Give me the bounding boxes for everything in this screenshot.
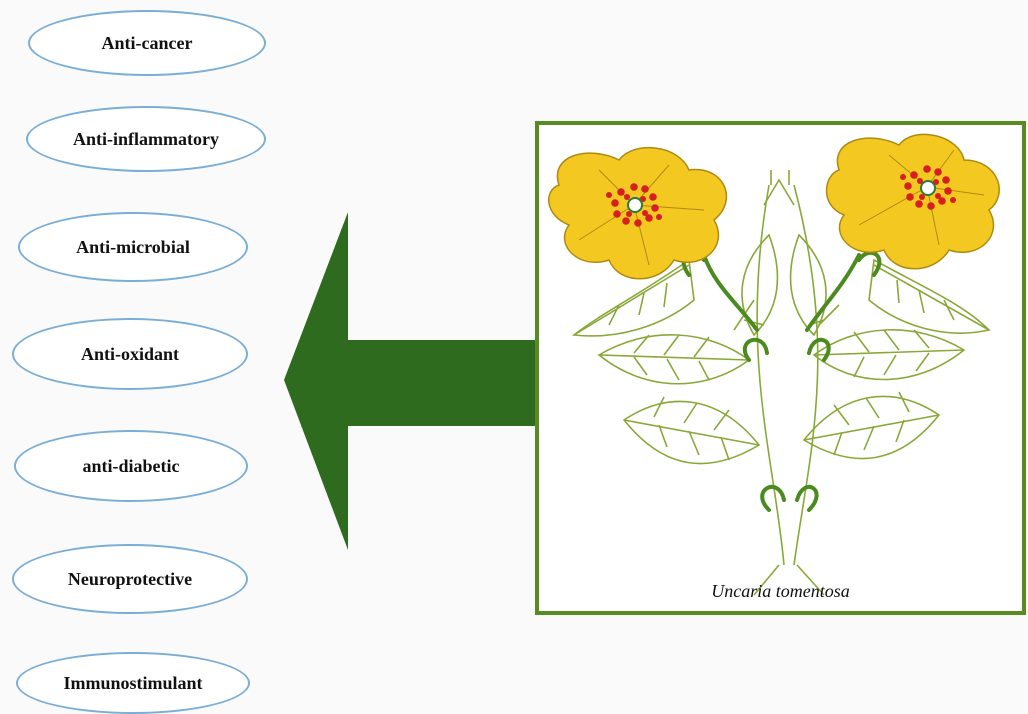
flower-left-icon — [548, 146, 728, 280]
activity-oval-immunostimulant: Immunostimulant — [16, 652, 250, 714]
stem-icon — [756, 184, 785, 566]
activity-label: Immunostimulant — [63, 672, 203, 693]
plant-name-caption: Uncaria tomentosa — [711, 581, 850, 601]
plant-illustration-box: Uncaria tomentosa — [535, 121, 1026, 615]
leaf-icon — [789, 233, 827, 337]
left-arrow — [284, 212, 536, 550]
hook-tendril-icon — [760, 484, 786, 512]
activity-label: Anti-cancer — [101, 32, 193, 53]
hook-tendril-icon — [795, 484, 819, 512]
activity-oval-anti-diabetic: anti-diabetic — [14, 430, 248, 502]
activity-label: anti-diabetic — [82, 455, 180, 476]
activity-oval-anti-oxidant: Anti-oxidant — [12, 318, 248, 390]
leaf-icon — [741, 233, 779, 337]
activity-oval-anti-cancer: Anti-cancer — [28, 10, 266, 76]
activity-label: Anti-microbial — [76, 236, 190, 257]
activity-label: Anti-inflammatory — [73, 128, 219, 149]
hook-tendril-icon — [702, 253, 759, 332]
hook-tendril-icon — [857, 250, 882, 277]
stem-icon — [793, 184, 819, 566]
activity-label: Anti-oxidant — [80, 343, 179, 364]
uncaria-plant-drawing — [548, 133, 1000, 596]
hook-tendril-icon — [807, 337, 831, 362]
arrow-shape — [284, 212, 536, 550]
hook-tendril-icon — [805, 253, 861, 332]
flower-right-icon — [825, 133, 1000, 270]
stem-icon — [753, 564, 825, 596]
hook-tendril-icon — [742, 337, 769, 362]
activity-oval-anti-microbial: Anti-microbial — [18, 212, 248, 282]
activity-oval-anti-inflammatory: Anti-inflammatory — [26, 106, 266, 172]
activity-label: Neuroprotective — [67, 568, 193, 589]
activity-oval-neuroprotective: Neuroprotective — [12, 544, 248, 614]
